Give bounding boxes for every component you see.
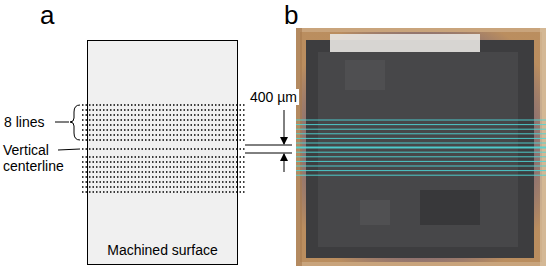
scan-line [82, 191, 245, 192]
scan-line [82, 134, 245, 135]
scan-line [82, 186, 245, 187]
scan-line [82, 104, 245, 105]
scan-line [82, 181, 245, 182]
scan-line [82, 119, 245, 120]
scan-line [82, 124, 245, 125]
scan-line [82, 176, 245, 177]
surface-label: Machined surface [107, 242, 218, 258]
photo-scan-line [296, 166, 546, 167]
bracket-label: 8 lines [4, 114, 44, 130]
dimension-tick [245, 153, 292, 154]
scan-line [82, 166, 245, 167]
panel-letter: b [284, 0, 298, 30]
surface-fill [87, 40, 238, 265]
centerline [82, 148, 245, 150]
panel-letter: a [40, 0, 54, 30]
photo-scan-line [296, 138, 546, 139]
photo-scan-line [296, 143, 546, 144]
photo-scan-line [296, 175, 546, 176]
scan-line [82, 114, 245, 115]
bracket [70, 105, 80, 140]
photo-scan-line [296, 124, 546, 125]
scan-line [82, 161, 245, 162]
scan-line [82, 109, 245, 110]
photo [296, 28, 546, 266]
machined-surface-box: Machined surface [87, 40, 238, 265]
photo-scan-line [296, 120, 546, 121]
photo-scan-line [296, 152, 546, 153]
dimension-label: 400 µm [248, 89, 299, 105]
scan-line [82, 171, 245, 172]
photo-scan-line [296, 133, 546, 134]
scan-line [82, 156, 245, 157]
photo-scan-line [296, 161, 546, 162]
photo-scan-line [296, 170, 546, 171]
photo-scan-line [296, 156, 546, 157]
dimension-tick [245, 145, 292, 146]
scan-lines [82, 105, 245, 192]
leader-line [55, 122, 69, 123]
leader-line [58, 149, 80, 150]
scan-line [82, 129, 245, 130]
photo-scan-line [296, 129, 546, 130]
photo-scan-line [296, 147, 546, 149]
scan-line [82, 139, 245, 140]
dimension-arrow [284, 110, 285, 144]
centerline-label: Vertical centerline [3, 142, 75, 174]
dimension-arrow [284, 154, 285, 172]
